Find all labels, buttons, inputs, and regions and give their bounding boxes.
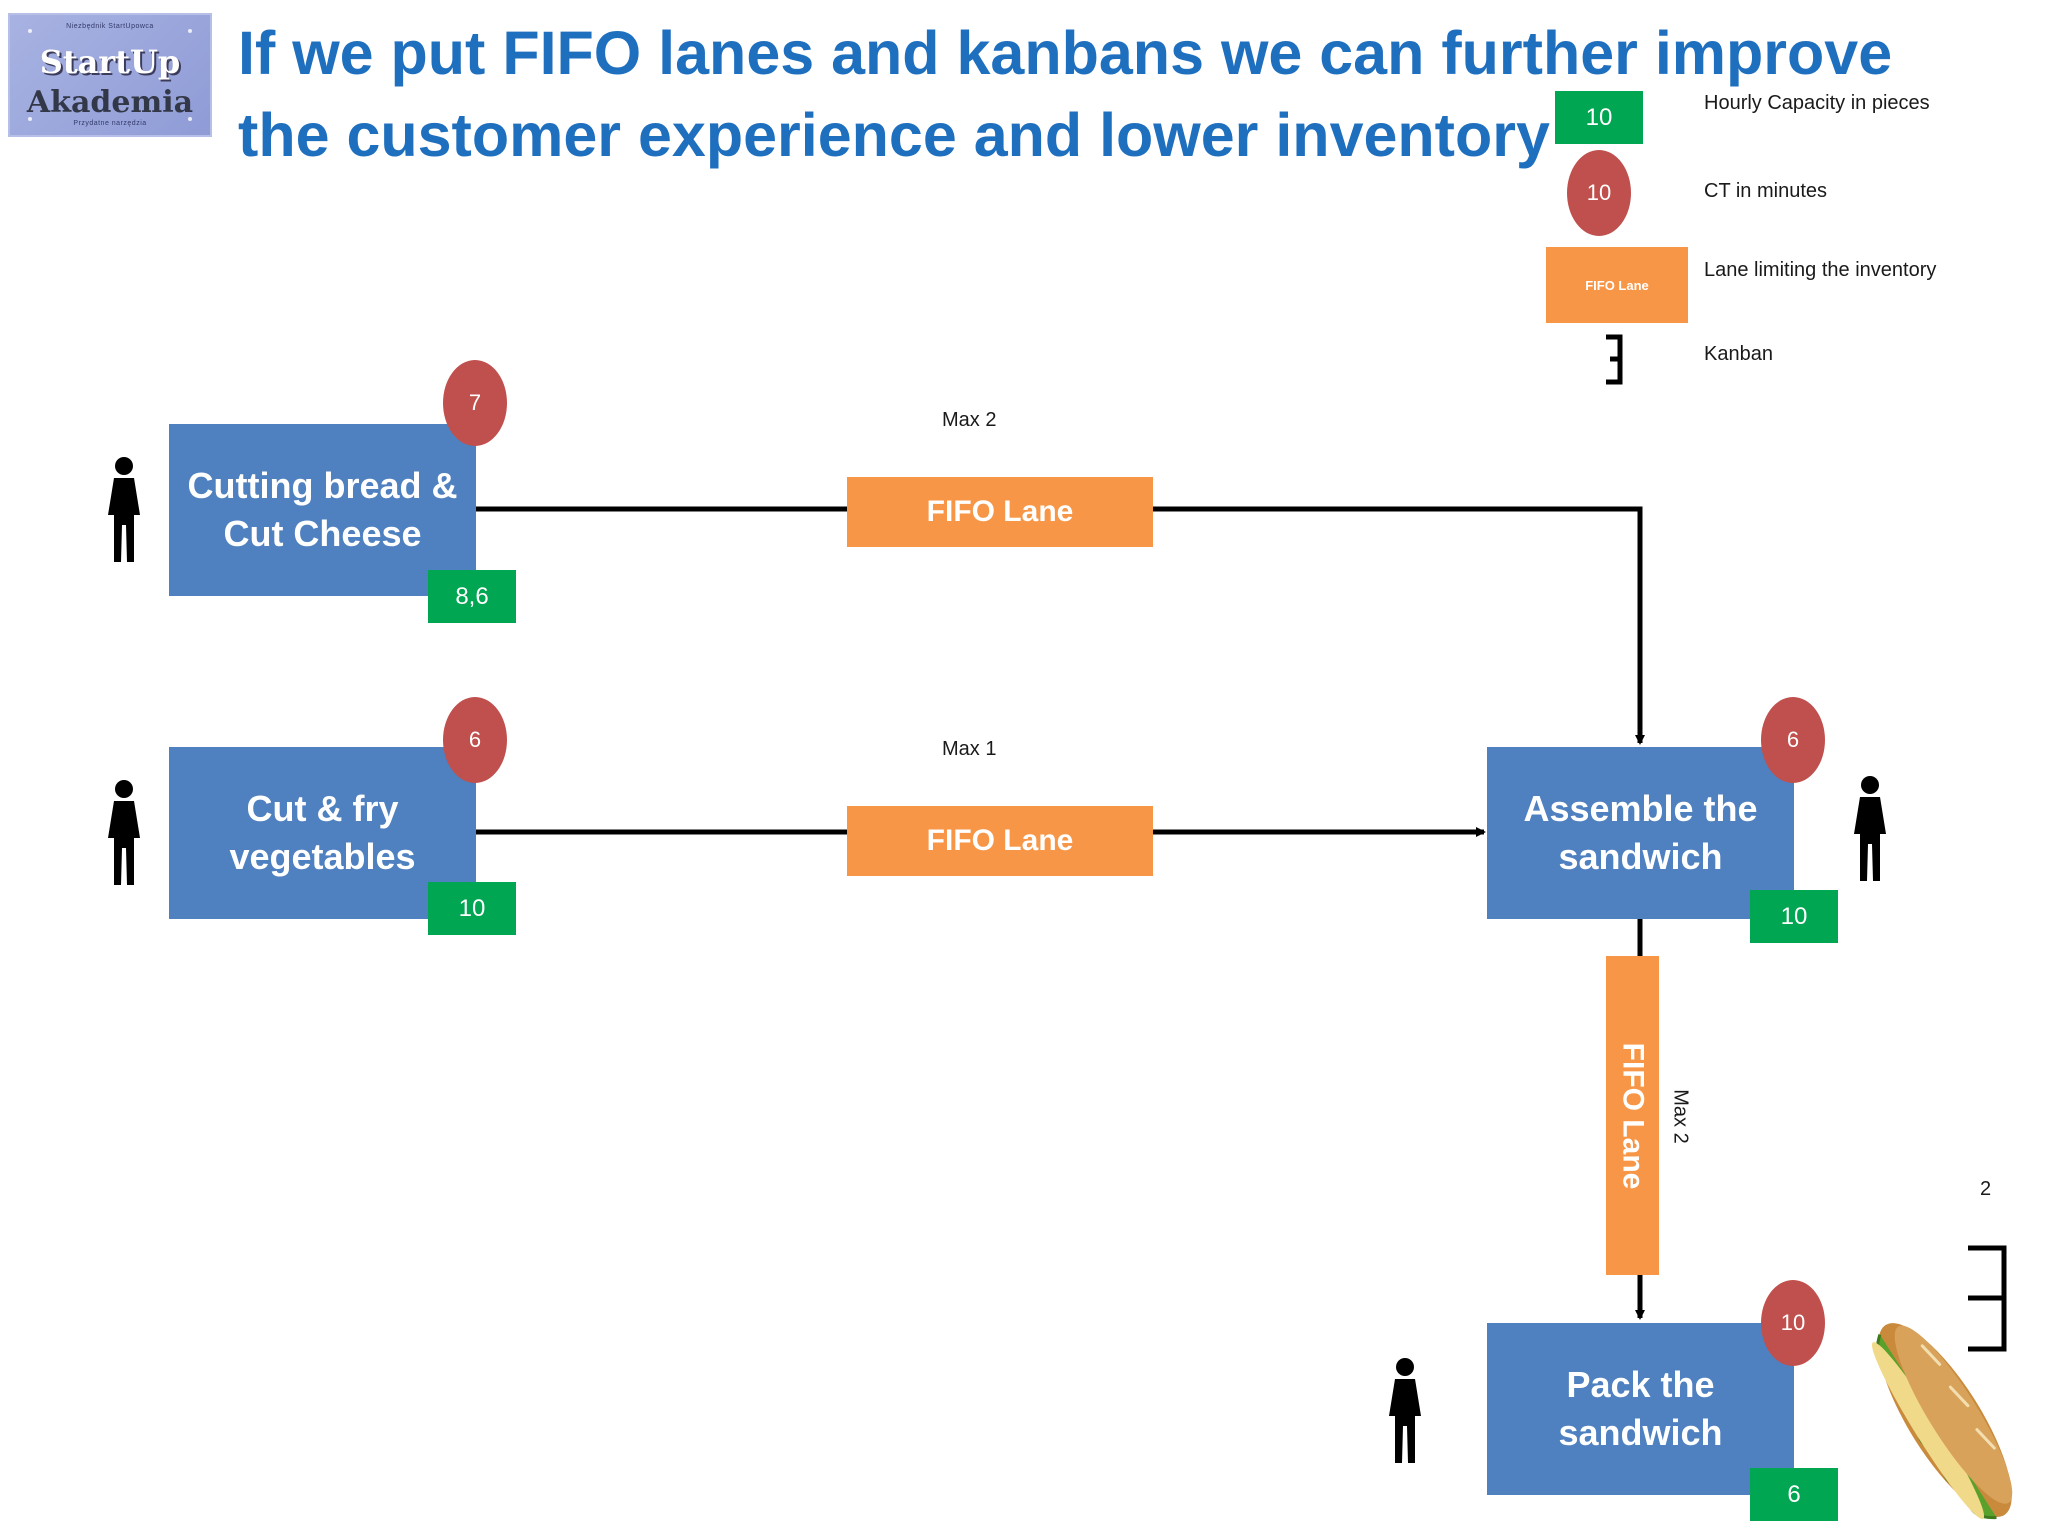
cycle-time-badge: 6: [1761, 697, 1825, 783]
capacity-badge: 10: [428, 882, 516, 935]
process-label-line2: vegetables: [229, 836, 416, 877]
process-label-line2: sandwich: [1558, 836, 1723, 877]
operator-icon: [1389, 1358, 1421, 1463]
logo-dot-icon: [188, 29, 192, 33]
kanban-bracket-icon: [1968, 1245, 2007, 1352]
legend-fifo-box: FIFO Lane: [1546, 247, 1688, 323]
logo-dot-icon: [188, 117, 192, 121]
cycle-time-badge: 6: [443, 697, 507, 783]
process-label-line2: sandwich: [1558, 1412, 1723, 1453]
fifo-lane-top-max: Max 2: [942, 409, 997, 431]
fifo-lane-vertical-max: Max 2: [1669, 1089, 1692, 1144]
operator-icon: [108, 457, 140, 562]
capacity-badge: 8,6: [428, 570, 516, 623]
legend-ct-circle: 10: [1567, 150, 1631, 236]
legend-kanban-icon: [1606, 334, 1623, 385]
logo-dot-icon: [28, 117, 32, 121]
legend-kanban-label: Kanban: [1704, 343, 1773, 365]
fifo-lane-top: FIFO Lane: [847, 477, 1153, 547]
startup-akademia-logo: Niezbędnik StartUpowca StartUp Akademia …: [8, 13, 212, 137]
operator-icon: [108, 780, 140, 885]
cycle-time-badge: 10: [1761, 1280, 1825, 1366]
logo-bottom-text: Przydatne narzędzia: [73, 120, 147, 127]
sandwich-image: [1871, 1323, 2013, 1520]
process-assemble-sandwich: Assemble the sandwich: [1487, 747, 1794, 919]
legend-capacity-box: 10: [1555, 91, 1643, 144]
operator-icon: [1854, 776, 1886, 881]
process-label-line1: Assemble the: [1523, 788, 1758, 829]
logo-top-text: Niezbędnik StartUpowca: [66, 23, 154, 30]
slide-title: If we put FIFO lanes and kanbans we can …: [238, 19, 1893, 169]
fifo-lane-middle-max: Max 1: [942, 738, 997, 760]
process-label-line1: Cutting bread &: [187, 465, 458, 506]
legend-ct-label: CT in minutes: [1704, 180, 1828, 202]
legend-fifo-label: Lane limiting the inventory: [1704, 259, 1937, 281]
process-label-line1: Cut & fry: [246, 788, 399, 829]
kanban-count: 2: [1980, 1178, 1992, 1200]
logo-line-1: StartUp: [39, 43, 181, 81]
fifo-lane-vertical-label: FIFO Lane: [1616, 1042, 1650, 1189]
fifo-lane-middle: FIFO Lane: [847, 806, 1153, 876]
logo-line-2: Akademia: [26, 85, 194, 120]
process-cutting-bread: Cutting bread & Cut Cheese: [169, 424, 476, 596]
capacity-badge: 10: [1750, 890, 1838, 943]
logo-dot-icon: [28, 29, 32, 33]
legend-capacity-label: Hourly Capacity in pieces: [1704, 92, 1930, 114]
process-fry-vegetables: Cut & fry vegetables: [169, 747, 476, 919]
process-pack-sandwich: Pack the sandwich: [1487, 1323, 1794, 1495]
process-label-line1: Pack the: [1566, 1364, 1715, 1405]
capacity-badge: 6: [1750, 1468, 1838, 1521]
process-label-line2: Cut Cheese: [223, 513, 422, 554]
fifo-lane-vertical: FIFO Lane: [1606, 956, 1659, 1275]
cycle-time-badge: 7: [443, 360, 507, 446]
